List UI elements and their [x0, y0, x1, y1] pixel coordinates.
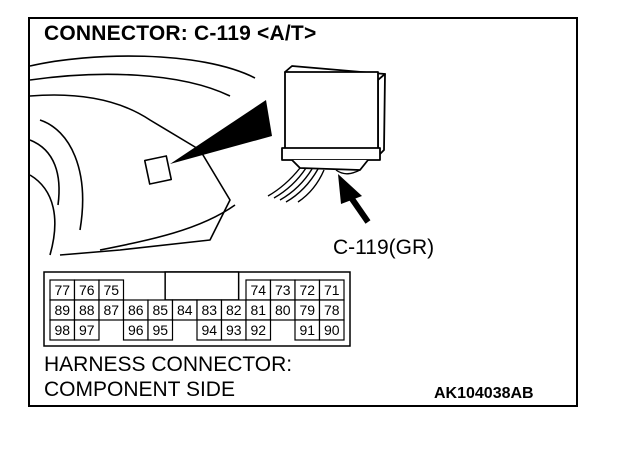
connector-pin-number: 87: [103, 302, 119, 318]
dash-top-edge: [29, 55, 256, 79]
connector-pin-number: 73: [275, 282, 291, 298]
connector-pin-number: 88: [79, 302, 95, 318]
connector-pin-number: 84: [177, 302, 193, 318]
connector-pin-number: 75: [103, 282, 119, 298]
connector-pin-number: 93: [226, 322, 242, 338]
dashboard-drawing: [29, 55, 256, 256]
connector-pin-number: 82: [226, 302, 242, 318]
connector-pin-cell: [318, 319, 345, 341]
dash-lower-curve: [29, 174, 56, 256]
connector-key: [164, 271, 240, 301]
connector-pin-number: 71: [324, 282, 340, 298]
connector-pin-number: 97: [79, 322, 95, 338]
ecu-location-mark: [143, 155, 173, 185]
callout-arrow: [338, 174, 371, 224]
steering-outline: [29, 139, 60, 206]
dash-lower-edge: [99, 204, 236, 251]
connector-pin-number: 91: [299, 322, 315, 338]
connector-pin-number: 77: [54, 282, 70, 298]
connector-callout-label: C-119(GR): [333, 236, 435, 259]
diagram-frame: [28, 17, 578, 407]
connector-pin-number: 83: [201, 302, 217, 318]
connector-pin-number: 79: [299, 302, 315, 318]
figure-code: AK104038AB: [434, 385, 534, 402]
dash-panel-outline: [29, 94, 231, 256]
connector-pin-cell: [245, 319, 272, 341]
connector-pin-number: 85: [152, 302, 168, 318]
connector-housing: [43, 271, 351, 347]
connector-pin-number: 98: [54, 322, 70, 338]
dash-upper-curve: [29, 73, 231, 97]
leader-beam: [170, 100, 272, 164]
connector-pin-number: 80: [275, 302, 291, 318]
connector-face: 77 76 75 74 73 72 71 89 88 87 86 85 84 83 82 81 80 79 78 98…: [43, 271, 351, 347]
dash-inner-curve: [39, 119, 84, 231]
harness-note-line1: HARNESS CONNECTOR:: [44, 353, 293, 376]
connector-pin-number: 92: [250, 322, 266, 338]
connector-pin-number: 89: [54, 302, 70, 318]
connector-pin-number: 94: [201, 322, 217, 338]
connector-pin-number: 74: [250, 282, 266, 298]
harness-wires: [267, 167, 361, 203]
connector-pin-cell: [73, 319, 100, 341]
harness-note: HARNESS CONNECTOR: COMPONENT SIDE: [44, 352, 292, 402]
diagram-title: CONNECTOR: C-119 <A/T>: [44, 22, 317, 45]
connector-pin-number: 86: [128, 302, 144, 318]
connector-pin-number: 78: [324, 302, 340, 318]
connector-pin-number: 81: [250, 302, 266, 318]
connector-pin-number: 95: [152, 322, 168, 338]
connector-pin-cell: [147, 319, 174, 341]
connector-pin-number: 90: [324, 322, 340, 338]
connector-pin-number: 96: [128, 322, 144, 338]
harness-note-line2: COMPONENT SIDE: [44, 378, 235, 401]
connector-pin-number: 76: [79, 282, 95, 298]
ecu-module: [281, 65, 386, 171]
connector-pin-number: 72: [299, 282, 315, 298]
